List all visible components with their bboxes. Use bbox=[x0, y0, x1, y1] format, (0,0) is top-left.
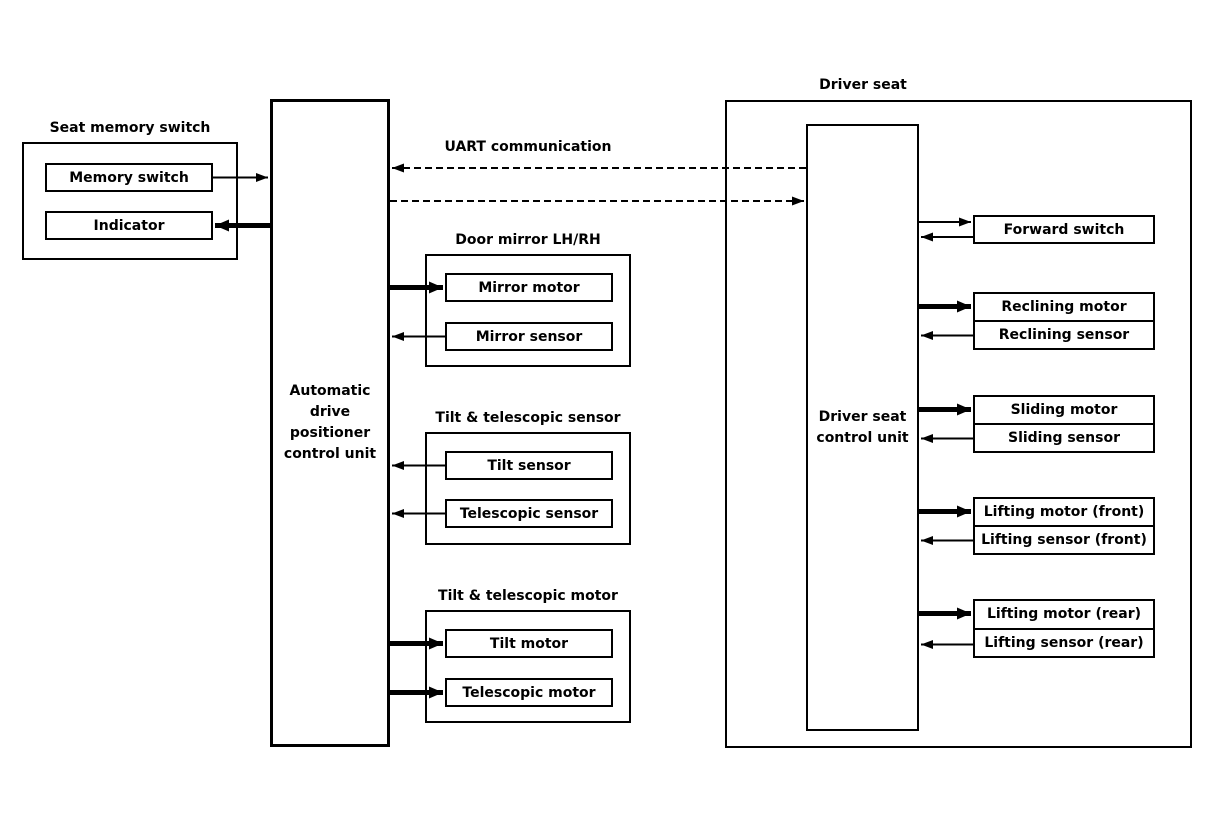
mirror-sensor-box: Mirror sensor bbox=[445, 322, 613, 351]
lifting-rear-stack: Lifting motor (rear) Lifting sensor (rea… bbox=[973, 599, 1155, 658]
reclining-motor-box: Reclining motor bbox=[1001, 299, 1127, 315]
sliding-stack: Sliding motor Sliding sensor bbox=[973, 395, 1155, 453]
reclining-stack: Reclining motor Reclining sensor bbox=[973, 292, 1155, 350]
uart-communication-label: UART communication bbox=[444, 139, 612, 155]
seat-memory-switch-title: Seat memory switch bbox=[49, 120, 211, 136]
sliding-motor-box: Sliding motor bbox=[1010, 402, 1118, 418]
tilt-sensor-box: Tilt sensor bbox=[445, 451, 613, 480]
tilt-telescopic-motor-title: Tilt & telescopic motor bbox=[438, 588, 618, 604]
driver-seat-control-unit-box: Driver seat control unit bbox=[806, 124, 919, 731]
driver-seat-title: Driver seat bbox=[819, 77, 907, 93]
tilt-telescopic-sensor-title: Tilt & telescopic sensor bbox=[435, 410, 621, 426]
tilt-telescopic-sensor-group-box bbox=[425, 432, 631, 545]
door-mirror-title: Door mirror LH/RH bbox=[455, 232, 601, 248]
sliding-sensor-box: Sliding sensor bbox=[975, 423, 1153, 451]
lifting-sensor-front-box: Lifting sensor (front) bbox=[975, 525, 1153, 553]
adp-control-unit-box: Automatic drive positioner control unit bbox=[270, 99, 390, 747]
indicator-box: Indicator bbox=[45, 211, 213, 240]
mirror-motor-box: Mirror motor bbox=[445, 273, 613, 302]
driver-seat-control-unit-label: Driver seat control unit bbox=[816, 408, 909, 446]
lifting-sensor-rear-box: Lifting sensor (rear) bbox=[975, 627, 1153, 657]
reclining-sensor-box: Reclining sensor bbox=[975, 320, 1153, 348]
telescopic-motor-box: Telescopic motor bbox=[445, 678, 613, 707]
forward-switch-box: Forward switch bbox=[973, 215, 1155, 244]
memory-switch-box: Memory switch bbox=[45, 163, 213, 192]
lifting-motor-rear-box: Lifting motor (rear) bbox=[986, 606, 1141, 623]
seat-memory-switch-group-box bbox=[22, 142, 238, 260]
adp-control-unit-label: Automatic drive positioner control unit bbox=[283, 383, 377, 462]
telescopic-sensor-box: Telescopic sensor bbox=[445, 499, 613, 528]
tilt-motor-box: Tilt motor bbox=[445, 629, 613, 658]
lifting-motor-front-box: Lifting motor (front) bbox=[983, 504, 1145, 520]
lifting-front-stack: Lifting motor (front) Lifting sensor (fr… bbox=[973, 497, 1155, 555]
